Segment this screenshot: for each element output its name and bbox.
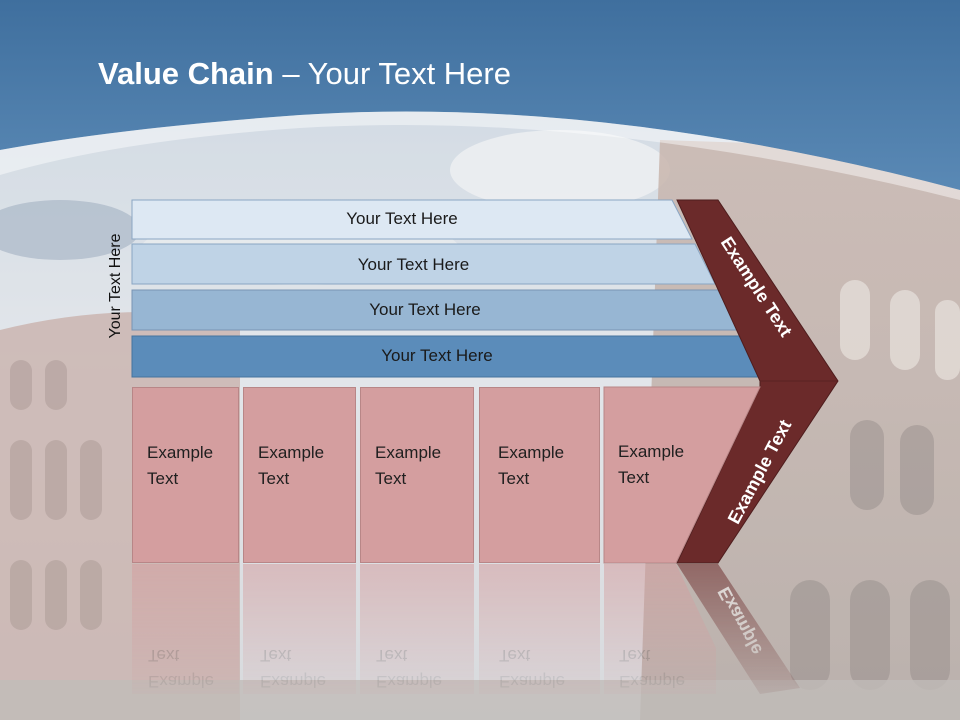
svg-text:Example: Example (260, 672, 326, 691)
svg-text:Text: Text (260, 646, 291, 665)
svg-text:Text: Text (148, 646, 179, 665)
page-title: Value Chain – Your Text Here (98, 56, 511, 91)
svg-text:Text: Text (499, 646, 530, 665)
svg-text:Example: Example (148, 672, 214, 691)
bar-3: Your Text Here (369, 300, 481, 319)
svg-text:Example: Example (376, 672, 442, 691)
svg-text:Example: Example (619, 672, 685, 691)
bar-4: Your Text Here (381, 346, 493, 365)
bar-1: Your Text Here (346, 209, 458, 228)
svg-text:Text: Text (619, 646, 650, 665)
svg-text:Text: Text (376, 646, 407, 665)
bar-2: Your Text Here (357, 255, 470, 274)
svg-text:Example: Example (499, 672, 565, 691)
bar-1-shape (131, 199, 693, 240)
